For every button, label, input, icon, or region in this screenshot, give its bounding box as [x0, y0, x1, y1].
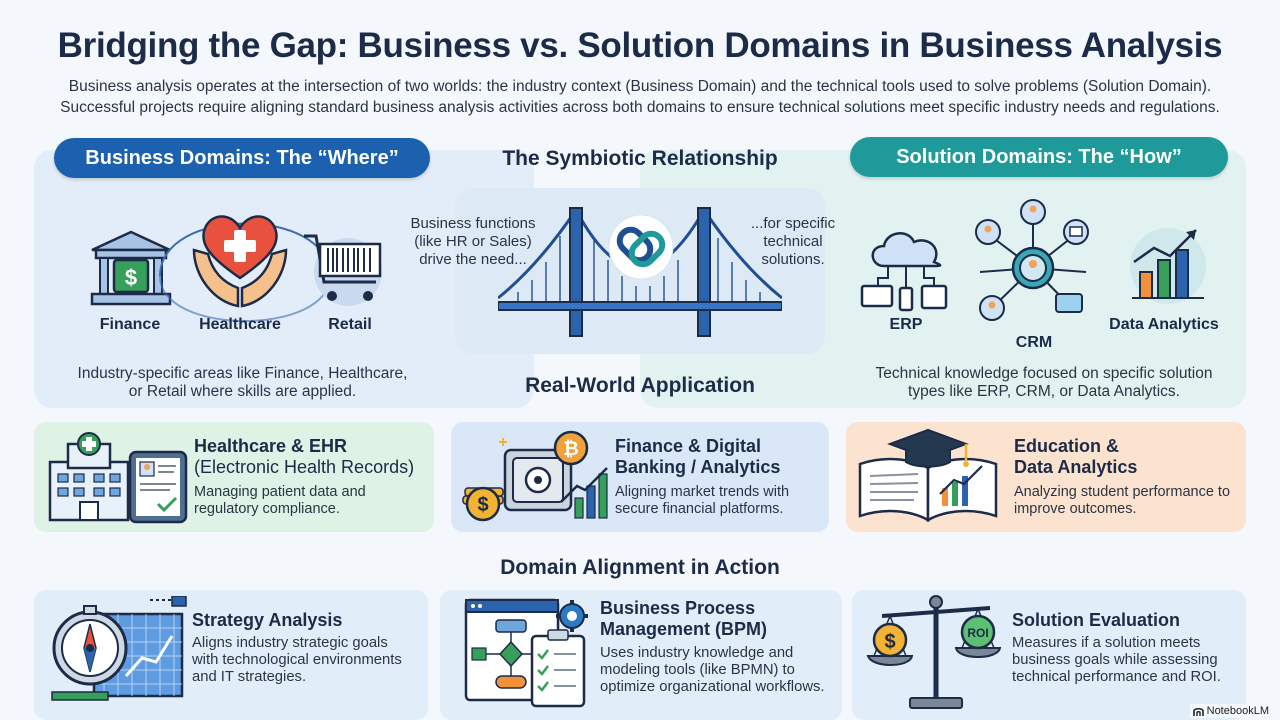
vault-coins-icon: $ ₿: [462, 430, 608, 522]
card-text: Uses industry knowledge and modeling too…: [600, 645, 825, 695]
hospital-tablet-icon: [48, 432, 188, 524]
symbiotic-right-text: ...for specific technical solutions.: [750, 215, 836, 268]
solution-item-crm: CRM: [1015, 334, 1053, 351]
card-text: Aligning market trends with secure finan…: [615, 484, 790, 517]
card-text: Aligns industry strategic goals with tec…: [192, 635, 402, 685]
card-subtitle: (Electronic Health Records): [194, 457, 415, 477]
alignment-heading: Domain Alignment in Action: [500, 556, 780, 579]
business-item-finance: Finance: [99, 316, 161, 333]
intro-text: Business analysis operates at the inters…: [60, 78, 1220, 116]
data-analytics-chart-icon: [1130, 228, 1206, 304]
business-item-healthcare: Healthcare: [199, 316, 281, 333]
card-title: Strategy Analysis: [192, 610, 343, 630]
notebooklm-credit: NotebookLM: [1189, 704, 1272, 718]
credit-text: NotebookLM: [1206, 705, 1269, 717]
book-graduation-icon: [858, 428, 998, 523]
coin-bitcoin-text: ₿: [563, 438, 578, 460]
real-world-heading: Real-World Application: [525, 374, 755, 397]
card-bpm: Business Process Management (BPM) Uses i…: [440, 590, 842, 720]
solution-domains-heading: Solution Domains: The “How”: [850, 137, 1228, 177]
page-title: Bridging the Gap: Business vs. Solution …: [57, 26, 1223, 65]
card-title: Finance & Digital Banking / Analytics: [615, 436, 781, 477]
card-text: Measures if a solution meets business go…: [1012, 635, 1221, 685]
balance-scale-icon: $ ROI: [866, 595, 1002, 709]
solution-item-erp: ERP: [889, 316, 923, 333]
card-text: Managing patient data and regulatory com…: [194, 484, 366, 517]
notebooklm-logo-icon: [1192, 707, 1204, 716]
scale-roi-text: ROI: [967, 626, 988, 640]
card-title: Healthcare & EHR: [194, 436, 348, 456]
bridge-icon: [498, 207, 782, 337]
finance-bank-icon: $: [90, 230, 172, 306]
business-item-retail: Retail: [328, 316, 372, 333]
card-healthcare-ehr: Healthcare & EHR (Electronic Health Reco…: [34, 422, 434, 532]
compass-blueprint-icon: [51, 596, 187, 701]
business-domains-heading: Business Domains: The “Where”: [54, 138, 430, 178]
retail-cart-icon: [304, 234, 382, 306]
card-strategy-analysis: Strategy Analysis Aligns industry strate…: [34, 590, 428, 720]
card-title: Business Process Management (BPM): [600, 598, 768, 639]
erp-cloud-icon: [860, 232, 948, 312]
symbiotic-heading: The Symbiotic Relationship: [502, 147, 778, 170]
interlock-link-icon: [608, 214, 674, 280]
solution-domains-description: Technical knowledge focused on specific …: [875, 365, 1213, 400]
coin-dollar-text: $: [477, 494, 488, 516]
scale-dollar-text: $: [884, 631, 895, 653]
crm-network-icon: [975, 199, 1089, 321]
solution-item-data-analytics: Data Analytics: [1109, 316, 1219, 333]
healthcare-heart-icon: [192, 215, 288, 308]
card-education-analytics: Education & Data Analytics Analyzing stu…: [846, 422, 1246, 532]
card-title: Solution Evaluation: [1012, 610, 1181, 630]
card-solution-evaluation: $ ROI Solution Evaluation Measures if a …: [852, 590, 1246, 720]
bank-dollar-text: $: [125, 265, 137, 290]
card-finance-banking: $ ₿ Finance & Digital Banking / Analytic…: [451, 422, 829, 532]
process-flow-icon: [464, 598, 588, 708]
business-domains-description: Industry-specific areas like Finance, He…: [77, 365, 408, 400]
card-title: Education & Data Analytics: [1014, 436, 1138, 477]
symbiotic-left-text: Business functions (like HR or Sales) dr…: [410, 215, 536, 268]
card-text: Analyzing student performance to improve…: [1014, 484, 1231, 517]
